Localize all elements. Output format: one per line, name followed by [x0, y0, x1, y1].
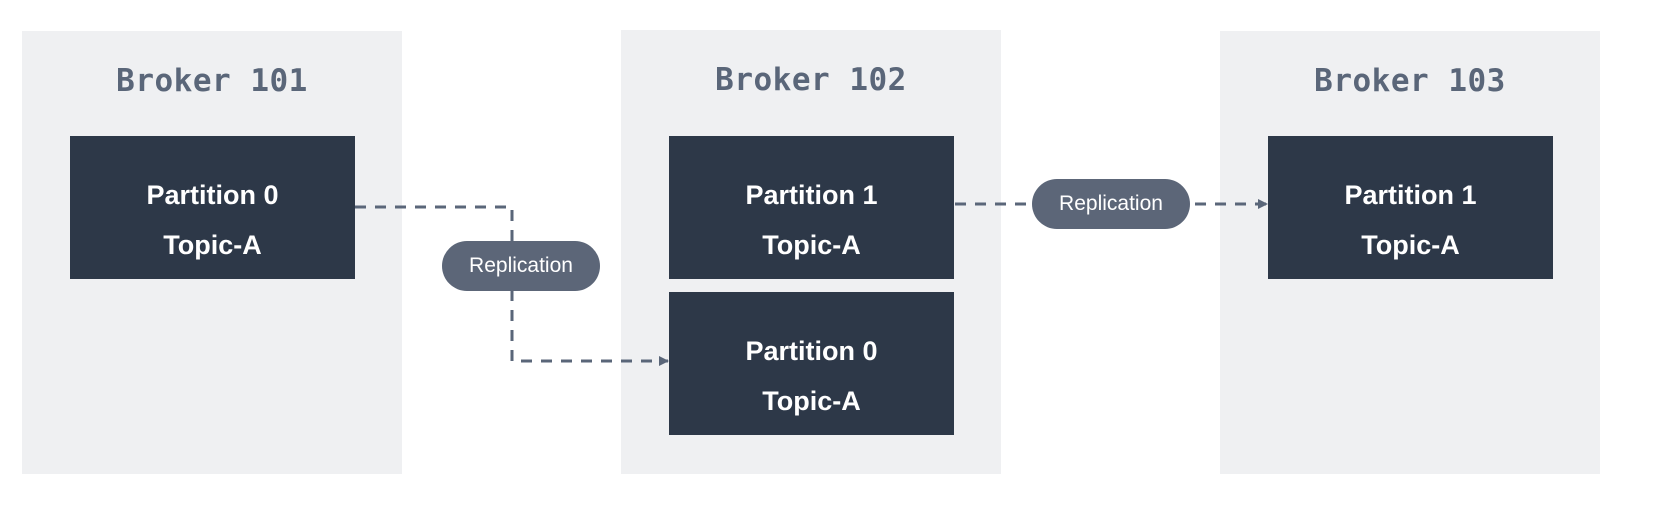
replication-label-p1: Replication	[1032, 179, 1190, 229]
topic-label: Topic-A	[163, 230, 262, 260]
broker-title: Broker 101	[116, 63, 308, 99]
partition-box-broker103-p1: Partition 1 Topic-A	[1268, 136, 1553, 279]
topic-label: Topic-A	[762, 230, 861, 260]
partition-label: Partition 1	[1344, 180, 1477, 210]
partition-box-broker102-p1: Partition 1 Topic-A	[669, 136, 954, 279]
broker-title: Broker 102	[715, 62, 907, 98]
replication-label-p0: Replication	[442, 241, 600, 291]
partition-label: Partition 0	[146, 180, 279, 210]
broker-title: Broker 103	[1314, 63, 1506, 99]
topic-label: Topic-A	[762, 386, 861, 416]
partition-label: Partition 0	[745, 336, 878, 366]
partition-box-broker101-p0: Partition 0 Topic-A	[70, 136, 355, 279]
partition-box-broker102-p0: Partition 0 Topic-A	[669, 292, 954, 435]
topic-label: Topic-A	[1361, 230, 1460, 260]
partition-label: Partition 1	[745, 180, 878, 210]
